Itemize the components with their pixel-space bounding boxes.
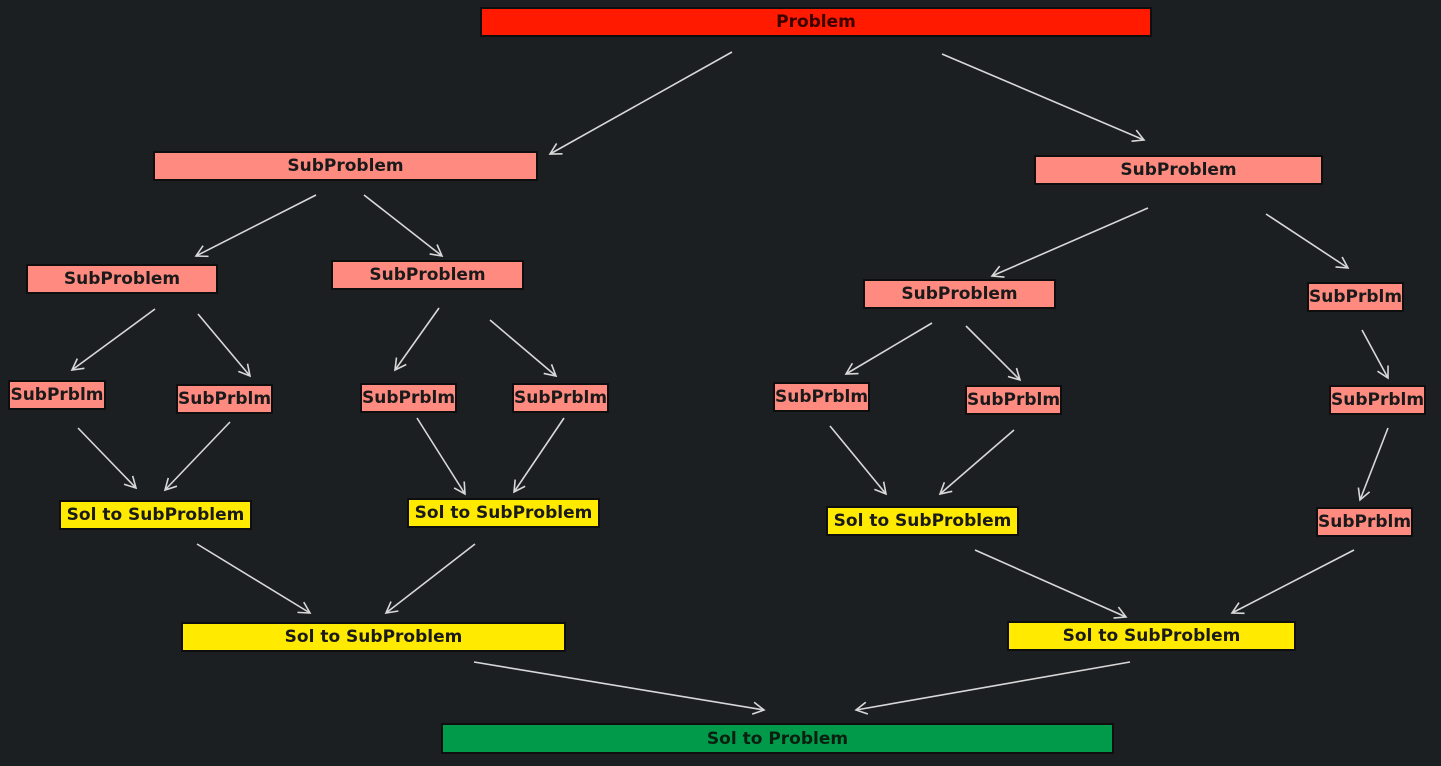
arrow-sol-a-to-sol-left [196,543,312,614]
sol-subproblem-right: Sol to SubProblem [1007,621,1296,651]
leaf-subprblm-3: SubPrblm [360,383,457,413]
arrow-leaf-5-to-sol-c [829,425,888,496]
problem-node: Problem [480,7,1152,37]
arrow-right-sub-to-rl-sub [990,207,1149,278]
leaf-subprblm-5: SubPrblm [773,382,870,412]
arrow-rr-1-to-rr-2 [1361,329,1389,380]
leaf-subprblm-4: SubPrblm [512,383,609,413]
sol-subproblem-a: Sol to SubProblem [59,500,252,530]
right-right-subprblm-2: SubPrblm [1329,385,1426,415]
arrow-problem-to-right-subproblem [941,53,1146,143]
arrow-problem-to-left-subproblem [548,51,733,155]
left-right-subproblem-node: SubProblem [331,260,524,290]
right-left-subproblem-node: SubProblem [863,279,1056,309]
arrow-rr-3-to-sol-right [1230,549,1355,615]
arrow-sol-b-to-sol-left [384,543,476,615]
arrow-leaf-2-to-sol-a [163,421,231,492]
arrow-ll-sub-to-leaf-2 [197,313,252,378]
leaf-subprblm-6: SubPrblm [965,385,1062,415]
arrow-sol-c-to-sol-right [974,549,1128,619]
leaf-subprblm-2: SubPrblm [176,384,273,414]
sol-subproblem-b: Sol to SubProblem [407,498,600,528]
left-subproblem-node: SubProblem [153,151,538,181]
arrow-lr-sub-to-leaf-4 [489,319,558,378]
arrow-rr-2-to-rr-3 [1357,427,1389,502]
arrow-ll-sub-to-leaf-1 [70,308,156,371]
arrow-rl-sub-to-leaf-5 [844,322,933,375]
arrow-rl-sub-to-leaf-6 [965,325,1022,382]
arrow-leaf-3-to-sol-b [416,417,466,496]
right-right-subprblm-1: SubPrblm [1307,282,1404,312]
right-right-subprblm-3: SubPrblm [1316,507,1413,537]
left-left-subproblem-node: SubProblem [26,264,218,294]
arrow-lr-sub-to-leaf-3 [394,307,440,372]
sol-subproblem-c: Sol to SubProblem [826,506,1019,536]
right-subproblem-node: SubProblem [1034,155,1323,185]
arrow-leaf-1-to-sol-a [77,427,138,490]
arrow-left-sub-to-ll-sub [194,194,317,258]
sol-subproblem-left: Sol to SubProblem [181,622,566,652]
arrow-leaf-6-to-sol-c [938,429,1015,496]
arrow-sol-right-to-final [854,661,1131,715]
arrow-sol-left-to-final [473,661,766,715]
arrow-left-sub-to-lr-sub [363,194,444,258]
leaf-subprblm-1: SubPrblm [8,380,106,410]
arrow-right-sub-to-rr-leaf [1265,213,1350,269]
final-solution-node: Sol to Problem [441,723,1114,754]
arrow-leaf-4-to-sol-b [513,417,565,494]
